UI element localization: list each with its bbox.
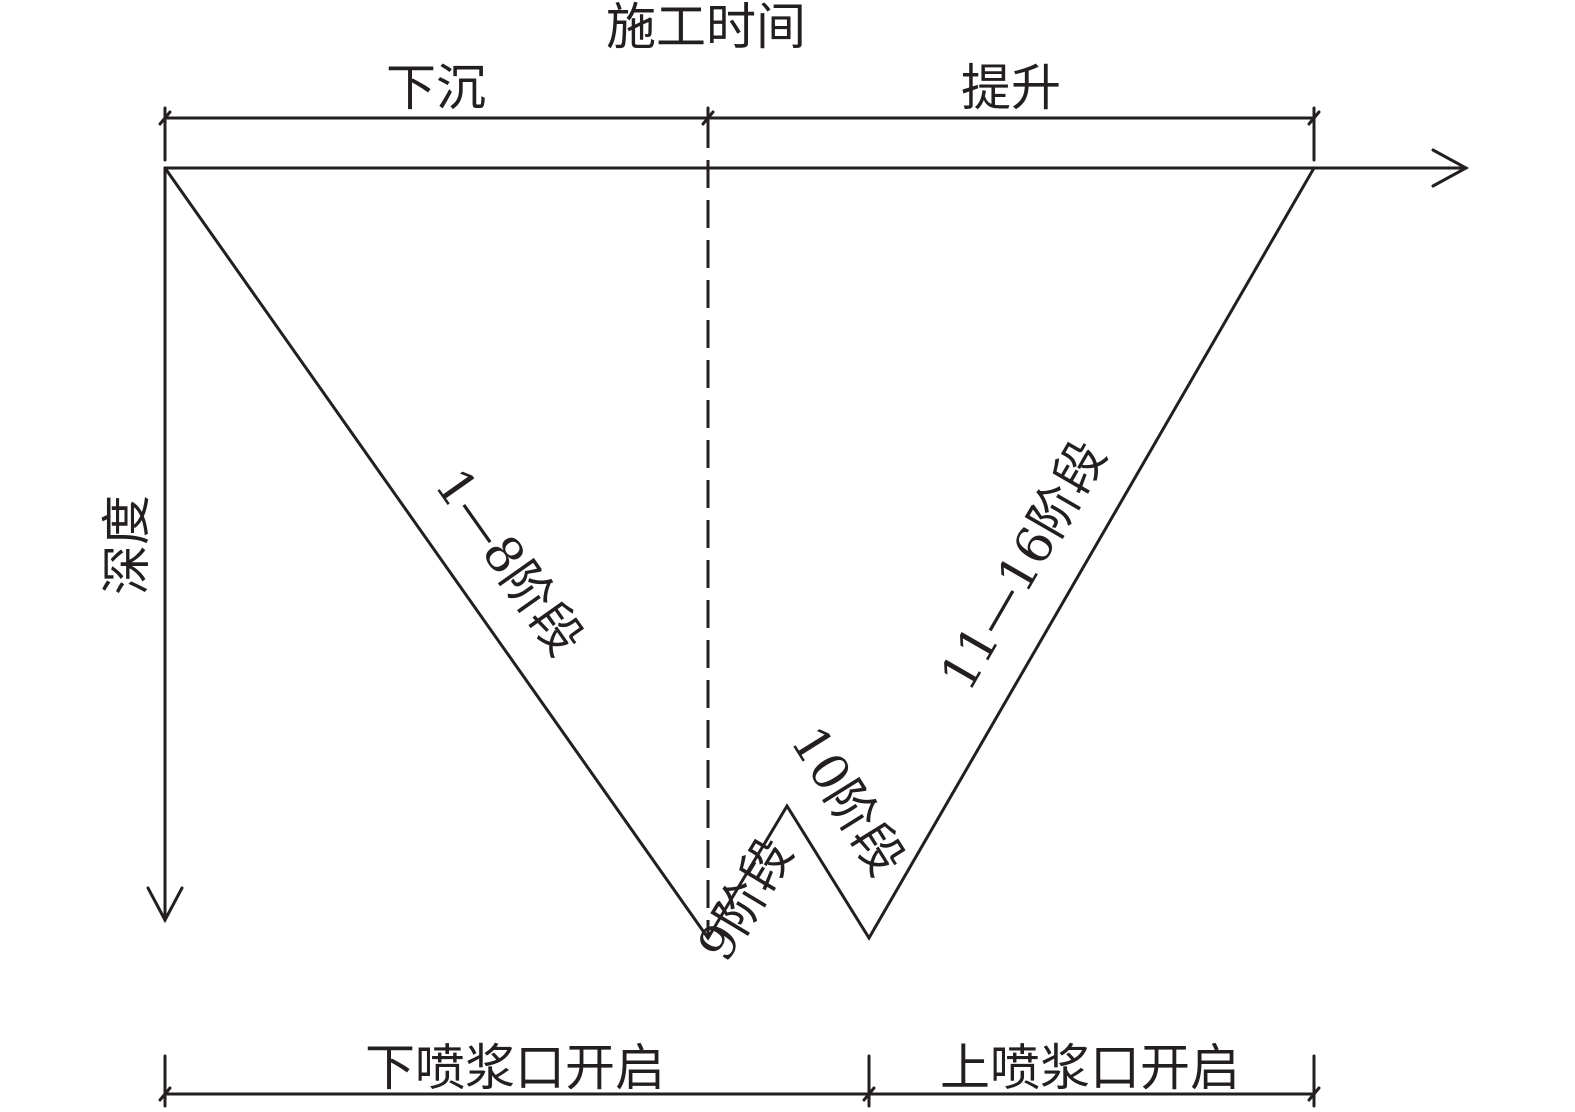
depth-axis-label: 深度 [98, 495, 156, 595]
phase-label-lifting: 提升 [961, 59, 1061, 117]
time-axis-label: 施工时间 [606, 0, 806, 56]
phase-label-sinking: 下沉 [386, 59, 486, 117]
nozzle-label-lower-open: 下喷浆口开启 [365, 1039, 665, 1097]
segment-label-11-16: 11—16阶段 [929, 431, 1118, 700]
phase-dimension-top [158, 106, 1321, 162]
depth-profile-line [163, 166, 1316, 941]
nozzle-dimension-bottom [158, 1054, 1321, 1108]
depth-axis [146, 166, 184, 924]
time-axis [163, 148, 1470, 188]
nozzle-label-upper-open: 上喷浆口开启 [940, 1039, 1240, 1097]
segment-label-9: 9阶段 [687, 828, 805, 971]
segment-label-1-8: 1—8阶段 [424, 458, 595, 666]
